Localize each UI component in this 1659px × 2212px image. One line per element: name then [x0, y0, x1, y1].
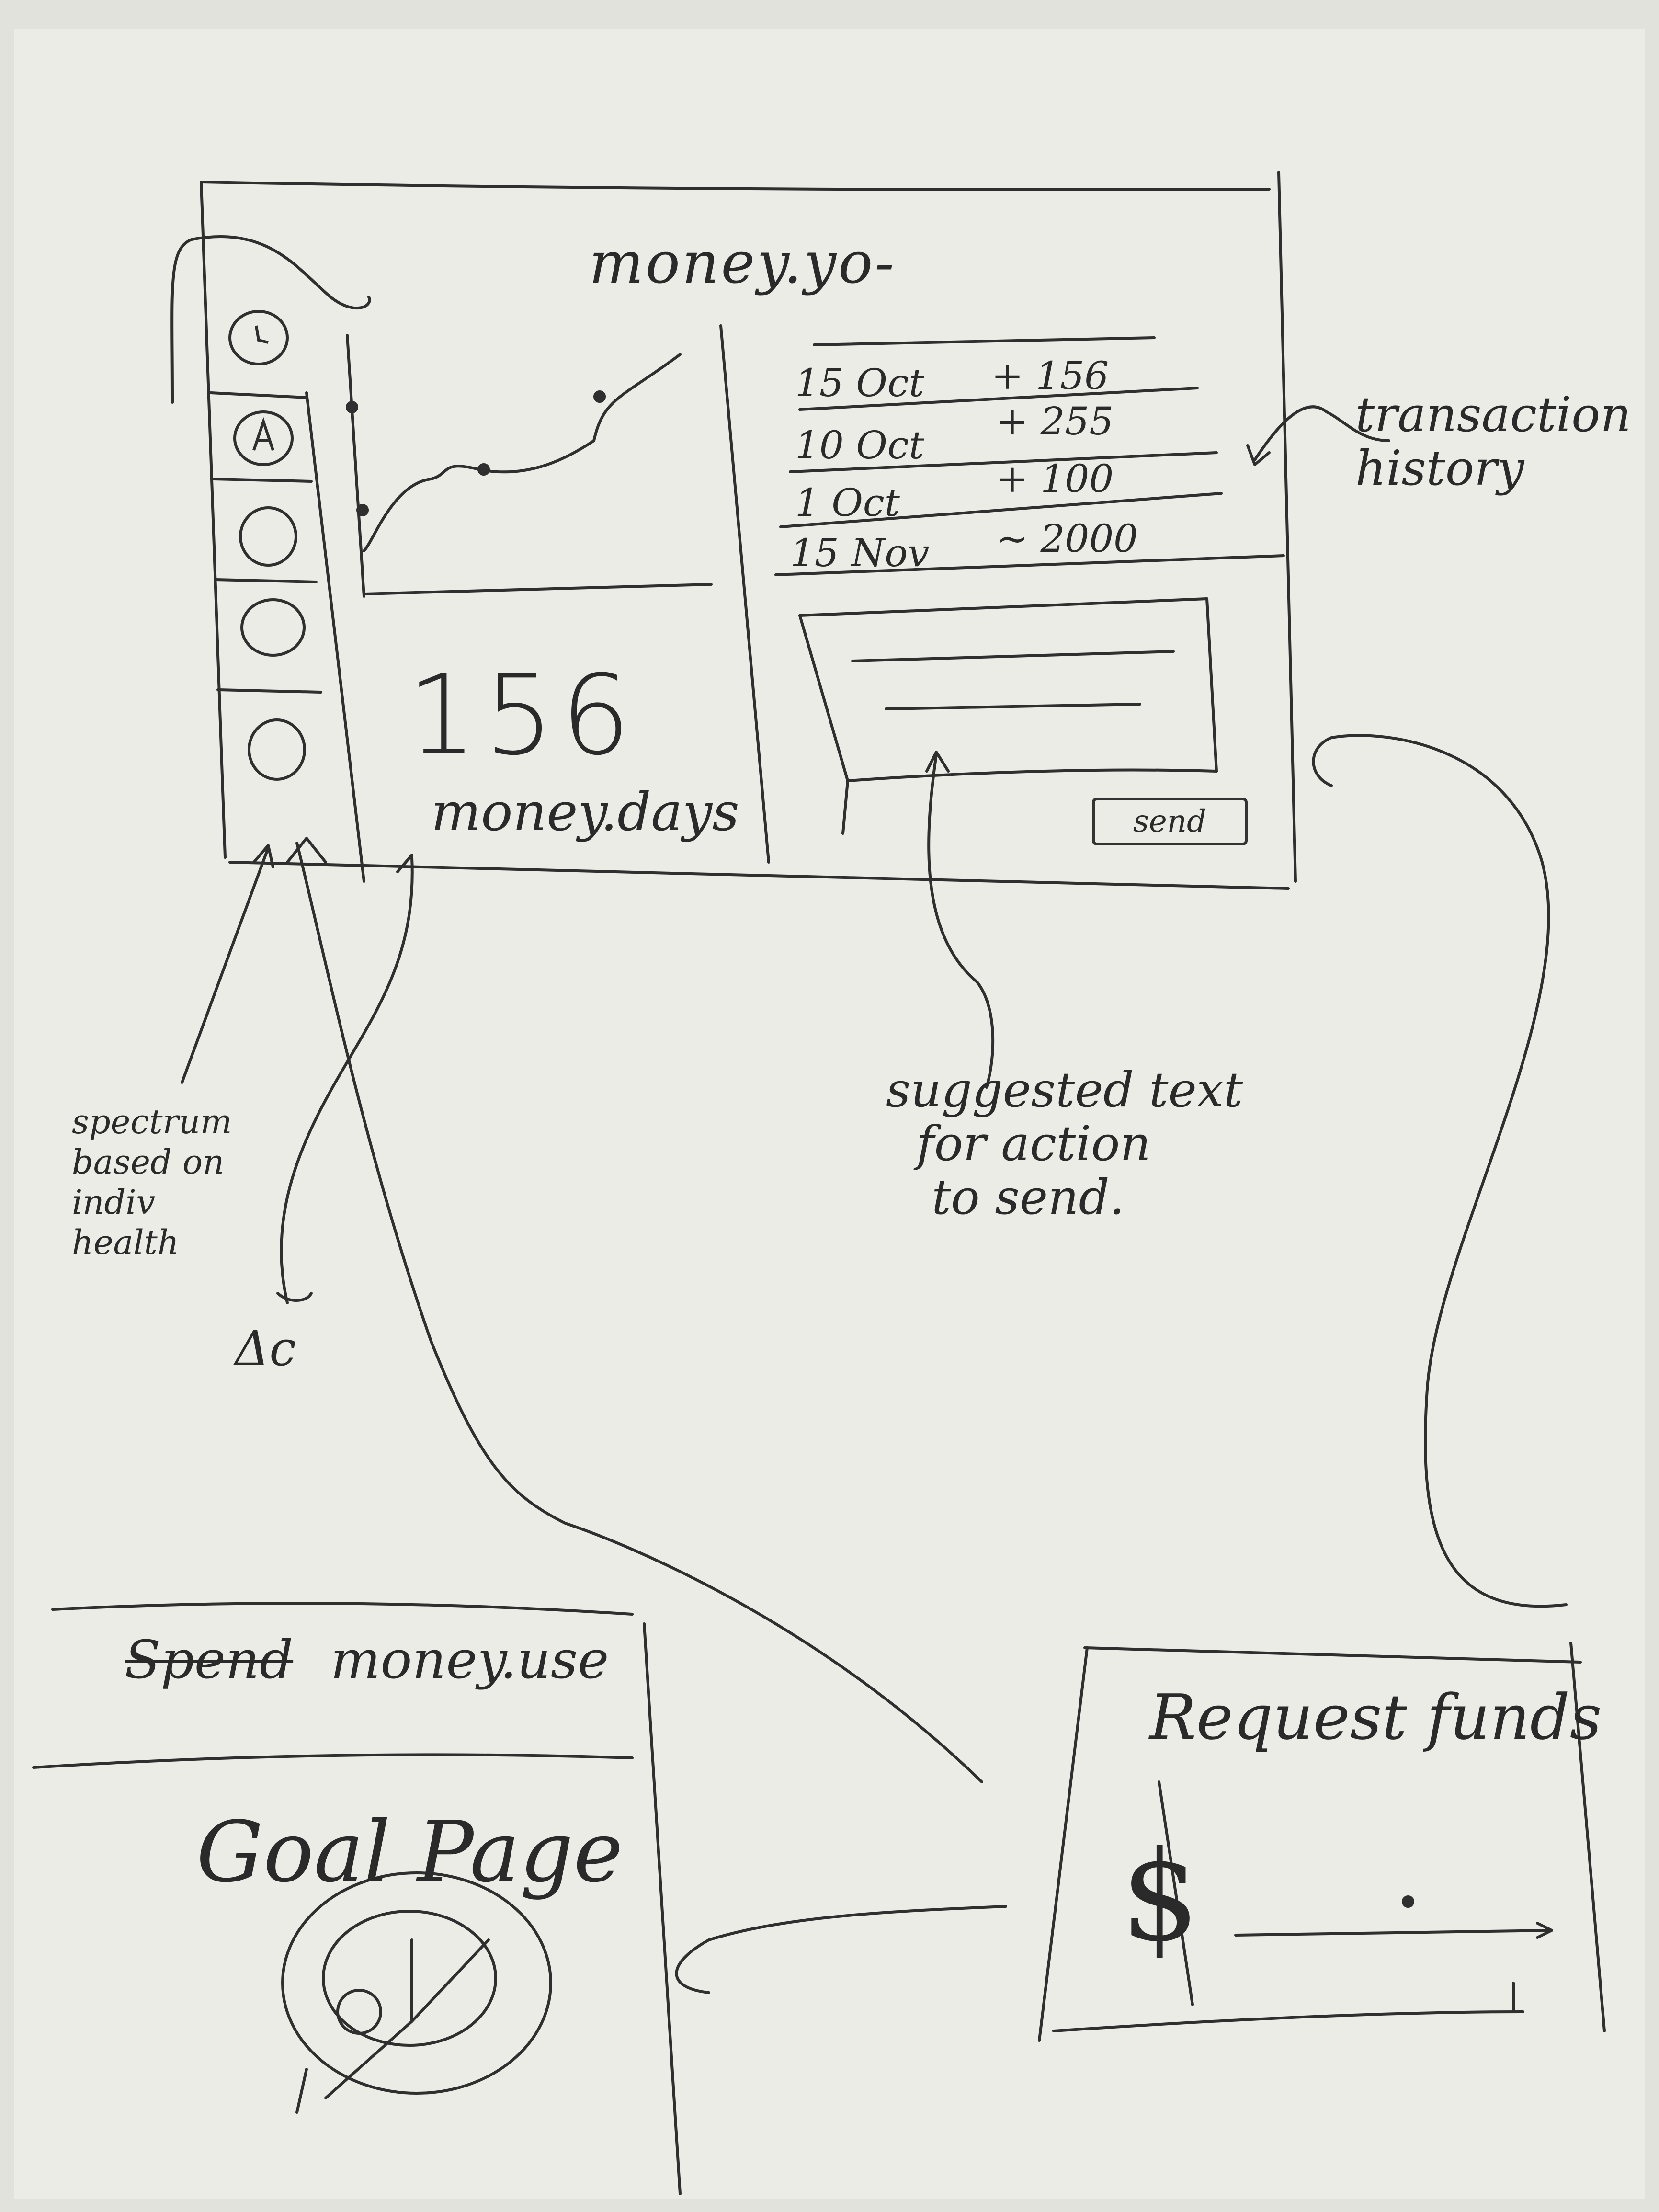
request-amount-line	[1234, 1929, 1553, 1937]
chart-line	[363, 353, 682, 552]
circle-icon[interactable]	[239, 714, 316, 786]
sketch-mark: Δc	[235, 1321, 296, 1377]
money-days-value: 156	[407, 652, 637, 780]
goal-page-title: Goal Page	[196, 1804, 623, 1901]
transaction-date: 15 Oct	[795, 361, 924, 405]
struck-spend-word: Spend	[125, 1629, 294, 1690]
transaction-amount: + 100	[996, 456, 1114, 501]
transaction-date: 10 Oct	[795, 423, 924, 467]
send-button[interactable]: send	[1092, 798, 1248, 845]
suggested-text-note: suggested text for action to send.	[886, 1062, 1243, 1225]
chart-point	[593, 390, 606, 403]
spectrum-note: spectrum based on indiv health	[72, 1102, 232, 1262]
clock-icon[interactable]	[220, 307, 297, 369]
chart	[346, 334, 713, 598]
app-title: money.yo-	[589, 230, 896, 296]
dollar-sign: $	[1121, 1824, 1200, 1969]
panel-divider	[719, 324, 770, 864]
paper-sheet	[14, 29, 1645, 2199]
money-use-title[interactable]: money.use	[330, 1629, 609, 1690]
transaction-date: 1 Oct	[795, 480, 900, 525]
target-icon	[281, 1871, 552, 2114]
money-days-label: money.days	[431, 781, 739, 843]
circle-icon[interactable]	[230, 503, 307, 570]
chart-point	[346, 401, 358, 413]
request-funds-title: Request funds	[1149, 1681, 1602, 1754]
spend-page-frame	[32, 1602, 682, 2195]
request-page-frame	[1038, 1642, 1606, 2042]
transaction-amount: + 156	[991, 353, 1109, 398]
chart-point	[477, 463, 490, 476]
chart-y-axis	[346, 334, 365, 598]
circle-icon[interactable]	[232, 594, 314, 661]
transaction-amount: ~ 2000	[996, 516, 1138, 561]
sidebar	[209, 391, 365, 883]
main-screen-frame	[200, 171, 1297, 890]
transaction-lines	[774, 336, 1285, 576]
chart-point	[356, 504, 369, 516]
message-box	[798, 597, 1218, 835]
a-icon[interactable]	[225, 407, 302, 469]
transaction-amount: + 255	[996, 399, 1114, 444]
chart-x-axis	[363, 583, 713, 595]
transaction-history-note: transaction history	[1355, 387, 1631, 496]
transaction-date: 15 Nov	[790, 531, 930, 575]
